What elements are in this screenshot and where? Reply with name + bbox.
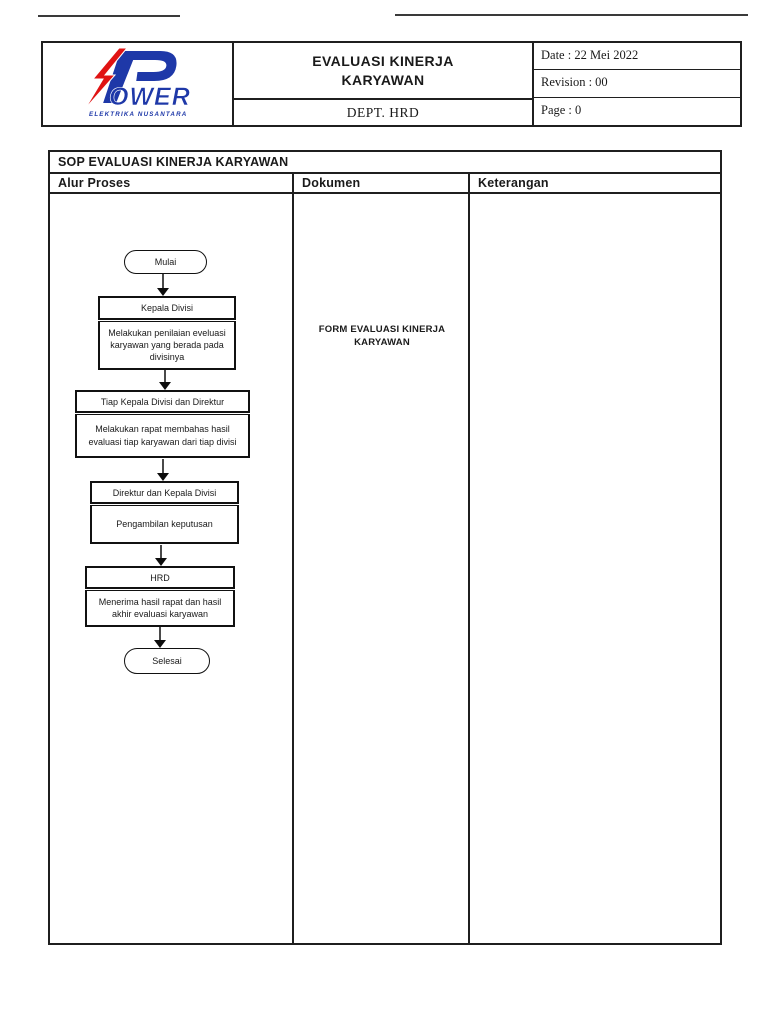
document-title: EVALUASI KINERJA KARYAWAN xyxy=(234,43,532,100)
process-step-3: Direktur dan Kepala Divisi Pengambilan k… xyxy=(90,481,239,544)
column-divider xyxy=(292,194,294,943)
flow-arrow-icon xyxy=(154,627,166,648)
title-cell: EVALUASI KINERJA KARYAWAN DEPT. HRD xyxy=(234,43,534,125)
scan-artifact-line xyxy=(38,15,180,17)
logo-brand-text: OWER xyxy=(109,83,191,111)
letter-p-mark xyxy=(103,51,177,103)
step-action: Menerima hasil rapat dan hasil akhir eva… xyxy=(85,590,235,627)
sop-column-headers: Alur Proses Dokumen Keterangan xyxy=(50,174,720,194)
flow-arrow-icon xyxy=(155,545,167,566)
flow-arrow-icon xyxy=(157,459,169,481)
company-logo: OWER ELEKTRIKA NUSANTARA xyxy=(75,47,200,121)
flow-arrow-icon xyxy=(157,274,169,296)
sop-title-row: SOP EVALUASI KINERJA KARYAWAN xyxy=(50,152,720,174)
step-actor: HRD xyxy=(85,566,235,589)
logo-subtitle-text: ELEKTRIKA NUSANTARA xyxy=(89,111,187,118)
dokumen-note: FORM EVALUASI KINERJA KARYAWAN xyxy=(318,324,446,348)
document-title-text: EVALUASI KINERJA KARYAWAN xyxy=(312,53,454,88)
flowchart-start-node: Mulai xyxy=(124,250,207,274)
flowchart-end-node: Selesai xyxy=(124,648,210,674)
step-actor: Kepala Divisi xyxy=(98,296,236,320)
meta-page: Page : 0 xyxy=(541,103,582,117)
step-actor: Tiap Kepala Divisi dan Direktur xyxy=(75,390,250,413)
process-step-1: Kepala Divisi Melakukan penilaian evelua… xyxy=(98,296,236,370)
step-action: Melakukan penilaian eveluasi karyawan ya… xyxy=(98,321,236,370)
sop-table: SOP EVALUASI KINERJA KARYAWAN Alur Prose… xyxy=(48,150,722,945)
column-divider xyxy=(468,194,470,943)
document-header-table: OWER ELEKTRIKA NUSANTARA EVALUASI KINERJ… xyxy=(41,41,742,127)
step-action: Pengambilan keputusan xyxy=(90,505,239,544)
flow-arrow-icon xyxy=(159,370,171,390)
meta-revision: Revision : 00 xyxy=(534,70,740,98)
end-label: Selesai xyxy=(152,656,182,666)
department-label: DEPT. HRD xyxy=(346,104,420,120)
step-action: Melakukan rapat membahas hasil evaluasi … xyxy=(75,414,250,458)
lightning-bolt-icon xyxy=(84,47,129,110)
power-logo-graphic: OWER ELEKTRIKA NUSANTARA xyxy=(84,47,191,118)
scan-artifact-line xyxy=(395,14,748,16)
process-step-2: Tiap Kepala Divisi dan Direktur Melakuka… xyxy=(75,390,250,458)
column-header-keterangan: Keterangan xyxy=(478,176,549,190)
column-header-alur-proses: Alur Proses xyxy=(50,174,294,192)
logo-cell: OWER ELEKTRIKA NUSANTARA xyxy=(43,43,234,125)
start-label: Mulai xyxy=(154,257,177,267)
process-step-4: HRD Menerima hasil rapat dan hasil akhir… xyxy=(85,566,235,627)
column-header-dokumen: Dokumen xyxy=(294,174,470,192)
meta-date: Date : 22 Mei 2022 xyxy=(534,43,740,70)
step-actor: Direktur dan Kepala Divisi xyxy=(90,481,239,504)
meta-cell: Date : 22 Mei 2022 Revision : 00 Page : … xyxy=(534,43,740,125)
